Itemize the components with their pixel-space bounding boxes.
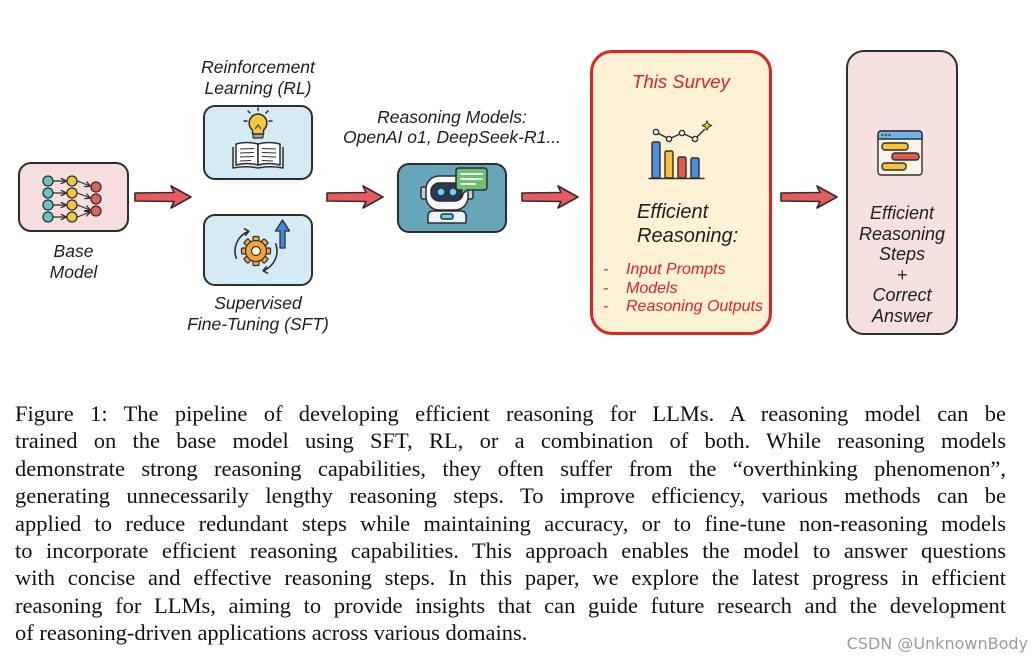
arrow-right-icon — [134, 185, 192, 209]
label-line: OpenAI o1, DeepSeek-R1... — [343, 127, 561, 147]
list-item: - Input Prompts — [603, 261, 763, 280]
label-line: Model — [49, 261, 98, 282]
label-line: Correct — [872, 285, 932, 306]
figure-caption: Figure 1: The pipeline of developing eff… — [15, 400, 1006, 647]
list-item: - Reasoning Outputs — [603, 298, 763, 317]
sft-label: Supervised Fine-Tuning (SFT) — [158, 293, 358, 335]
rl-node — [203, 105, 313, 180]
label-line: Reasoning — [858, 223, 946, 244]
list-item-text: Reasoning Outputs — [626, 298, 763, 315]
survey-topic-list: - Input Prompts - Models - Reasoning Out… — [603, 261, 763, 317]
arrow-right-icon — [326, 185, 384, 209]
watermark: CSDN @UnknownBody — [846, 634, 1028, 653]
survey-title: This Survey — [632, 71, 730, 92]
label-line: Base — [53, 241, 94, 261]
label-line: Reasoning Models: — [377, 107, 527, 127]
label-line: + — [896, 264, 908, 285]
heading-line: Efficient — [637, 201, 709, 223]
arrow-right-icon — [521, 185, 579, 209]
heading-line: Reasoning: — [637, 225, 739, 247]
lightbulb-book-icon — [232, 107, 284, 169]
list-bullet: - — [603, 261, 609, 278]
caption-line: reasoning for LLMs, aiming to provide in… — [15, 592, 1006, 618]
label-line: Steps — [878, 244, 926, 265]
label-line: Fine-Tuning (SFT) — [187, 314, 329, 334]
label-line: Reinforcement — [201, 57, 315, 77]
output-label: Efficient Reasoning Steps + Correct Answ… — [848, 203, 956, 327]
caption-line: with concise and effective reasoning ste… — [15, 565, 1006, 591]
label-line: Learning (RL) — [204, 78, 312, 98]
caption-line: of reasoning-driven applications across … — [15, 620, 528, 646]
sft-node — [203, 214, 313, 286]
label-line: Answer — [871, 305, 933, 326]
caption-line: trained on the base model using SFT, RL,… — [15, 428, 1006, 454]
output-node: Efficient Reasoning Steps + Correct Answ… — [846, 50, 958, 335]
bar-chart-icon — [648, 119, 713, 180]
caption-line: demonstrate strong reasoning capabilitie… — [15, 455, 1006, 481]
caption-line: to incorporate efficient reasoning capab… — [15, 537, 1006, 563]
label-line: Efficient — [869, 203, 935, 223]
reasoning-models-node — [397, 163, 507, 233]
arrow-right-icon — [780, 185, 838, 209]
reasoning-models-label: Reasoning Models: OpenAI o1, DeepSeek-R1… — [332, 107, 572, 147]
list-item: - Models — [603, 280, 763, 299]
robot-chat-icon — [420, 167, 488, 224]
list-bullet: - — [603, 279, 609, 297]
rl-label: Reinforcement Learning (RL) — [158, 57, 358, 99]
survey-node: This Survey Efficient Reasoning: - Input… — [590, 50, 772, 335]
caption-line: applied to reduce redundant steps while … — [15, 510, 1006, 536]
base-model-node — [18, 162, 129, 232]
list-item-text: Models — [626, 279, 678, 297]
survey-heading: Efficient Reasoning: — [637, 200, 738, 248]
gear-cycle-icon — [234, 219, 291, 274]
chat-window-icon — [877, 130, 923, 176]
list-item-text: Input Prompts — [626, 261, 726, 278]
label-line: Supervised — [214, 293, 302, 313]
caption-line: Figure 1: The pipeline of developing eff… — [15, 401, 1006, 426]
base-model-label: Base Model — [18, 241, 129, 282]
caption-line: generating unnecessarily lengthy reasoni… — [15, 483, 1006, 509]
list-bullet: - — [603, 298, 609, 315]
neural-network-icon — [42, 175, 102, 223]
